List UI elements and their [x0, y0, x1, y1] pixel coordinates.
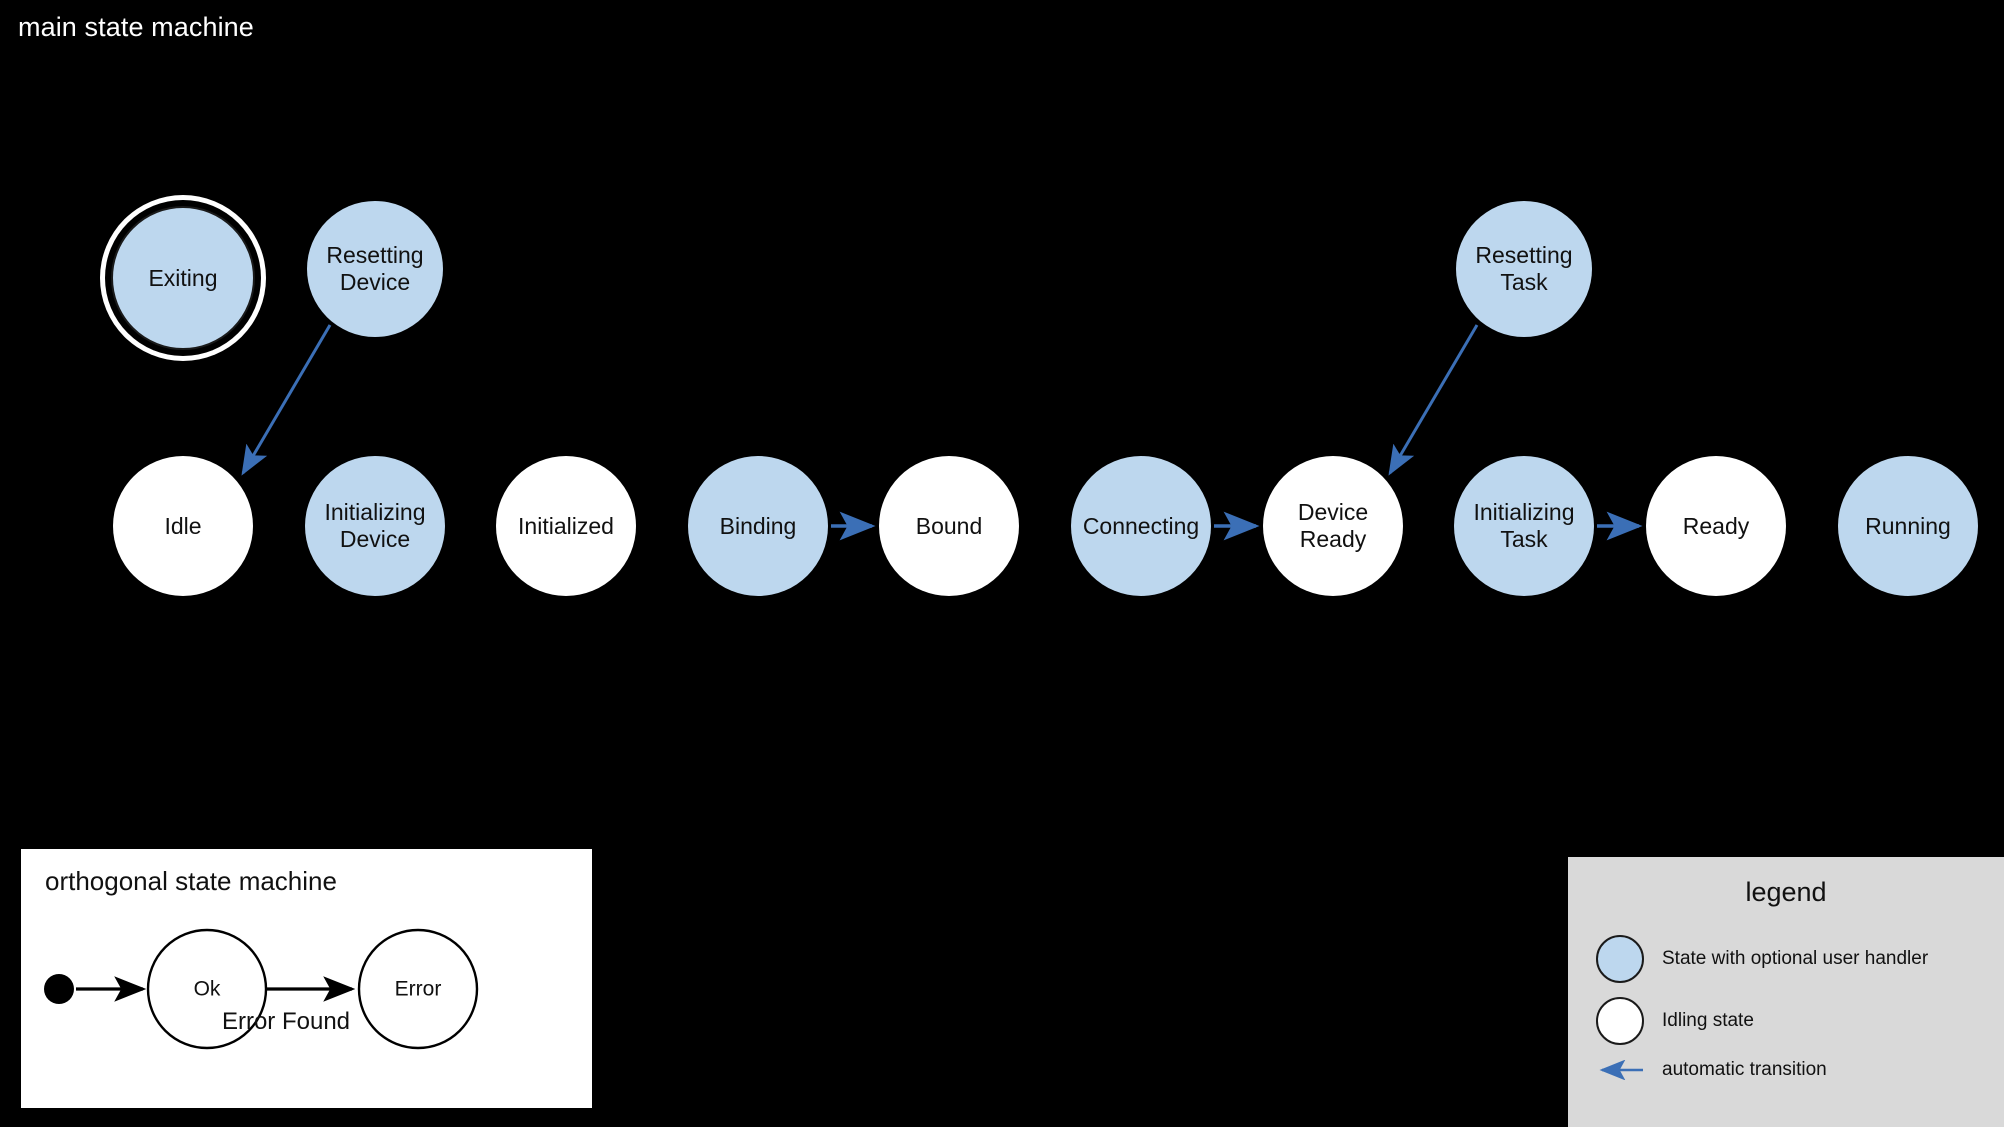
blue-arrow-icon: [1596, 1059, 1644, 1081]
legend-panel: legend State with optional user handler …: [1568, 857, 2004, 1127]
state-label: Idle: [164, 512, 202, 539]
legend-label: automatic transition: [1662, 1059, 1827, 1080]
state-node-initialized[interactable]: Initialized: [496, 456, 636, 596]
state-label: Ready: [1682, 512, 1750, 539]
state-node-idle[interactable]: Idle: [113, 456, 253, 596]
legend-item-automatic-transition: automatic transition: [1596, 1059, 1827, 1081]
white-circle-icon: [1596, 997, 1644, 1045]
state-label-error: Error: [395, 978, 442, 1001]
transition-resetting-task-to-device-ready: [1388, 324, 1479, 476]
legend-item-idling-state: Idling state: [1596, 997, 1754, 1045]
blue-circle-icon: [1596, 935, 1644, 983]
state-node-running[interactable]: Running: [1838, 456, 1978, 596]
state-label: Exiting: [148, 264, 218, 291]
legend-label: Idling state: [1662, 1010, 1754, 1031]
orthogonal-state-machine-panel: orthogonal state machine Ok Error Found …: [21, 849, 592, 1108]
legend-item-handler-state: State with optional user handler: [1596, 935, 1928, 983]
state-label: Connecting: [1082, 512, 1200, 539]
state-node-bound[interactable]: Bound: [879, 456, 1019, 596]
page-title: main state machine: [18, 12, 254, 42]
state-label: Binding: [719, 512, 797, 539]
state-label-ok: Ok: [194, 978, 221, 1001]
state-node-connecting[interactable]: Connecting: [1071, 456, 1211, 596]
state-node-exiting[interactable]: Exiting: [111, 206, 255, 350]
transition-label-error-found: Error Found: [222, 1008, 350, 1035]
initial-state-dot[interactable]: [44, 974, 74, 1004]
legend-title: legend: [1745, 877, 1827, 907]
orthogonal-panel-title: orthogonal state machine: [45, 866, 337, 896]
transition-resetting-device-to-idle: [241, 324, 332, 476]
state-label: Initialized: [518, 512, 614, 539]
state-label: Bound: [915, 512, 983, 539]
state-label: Running: [1865, 512, 1951, 539]
state-node-binding[interactable]: Binding: [688, 456, 828, 596]
orthogonal-diagram: Ok Error Found Error: [44, 928, 479, 1050]
legend-label: State with optional user handler: [1662, 948, 1929, 969]
state-node-error[interactable]: [357, 928, 479, 1050]
state-node-ready[interactable]: Ready: [1646, 456, 1786, 596]
